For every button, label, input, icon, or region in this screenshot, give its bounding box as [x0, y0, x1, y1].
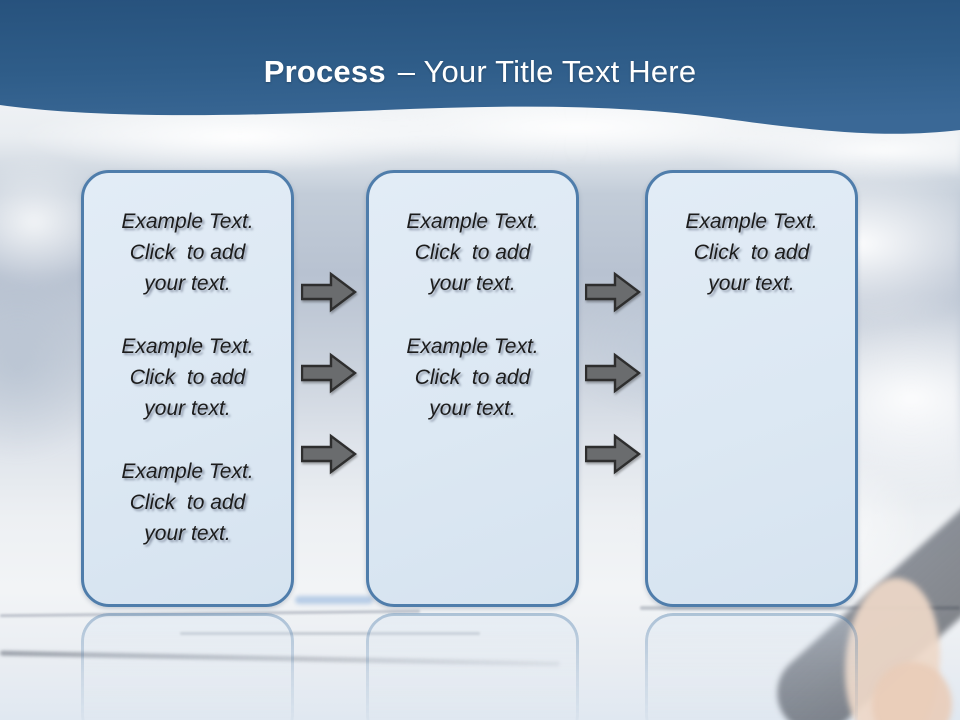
placeholder-text[interactable]: Example Text. Click to add your text. — [685, 210, 818, 295]
arrow-right-icon — [585, 271, 641, 313]
process-box-2-reflection — [366, 613, 579, 720]
arrow-column-2 — [585, 270, 641, 476]
arrow-right-icon — [301, 271, 357, 313]
horizon-streak-decoration — [640, 606, 960, 610]
process-box-2[interactable]: Example Text. Click to add your text. Ex… — [366, 170, 579, 607]
arrow-right-icon — [585, 433, 641, 475]
header-band — [0, 0, 960, 134]
process-box-3[interactable]: Example Text. Click to add your text. — [645, 170, 858, 607]
placeholder-text[interactable]: Example Text. Click to add your text. — [406, 335, 539, 420]
process-box-1-reflection — [81, 613, 294, 720]
placeholder-text[interactable]: Example Text. Click to add your text. — [406, 210, 539, 295]
placeholder-text[interactable]: Example Text. Click to add your text. — [121, 210, 254, 295]
placeholder-text[interactable]: Example Text. Click to add your text. — [121, 335, 254, 420]
title-emphasis: Process — [263, 54, 386, 89]
title-rest: – Your Title Text Here — [397, 54, 697, 89]
placeholder-text[interactable]: Example Text. Click to add your text. — [121, 460, 254, 545]
horizon-streak-decoration — [180, 632, 480, 635]
arrow-right-icon — [301, 352, 357, 394]
process-box-3-reflection — [645, 613, 858, 720]
arrow-right-icon — [585, 352, 641, 394]
horizon-streak-decoration — [295, 596, 373, 604]
arrow-right-icon — [301, 433, 357, 475]
arrow-column-1 — [301, 270, 357, 476]
process-box-1[interactable]: Example Text. Click to add your text. Ex… — [81, 170, 294, 607]
slide-title[interactable]: Process – Your Title Text Here — [0, 54, 960, 90]
